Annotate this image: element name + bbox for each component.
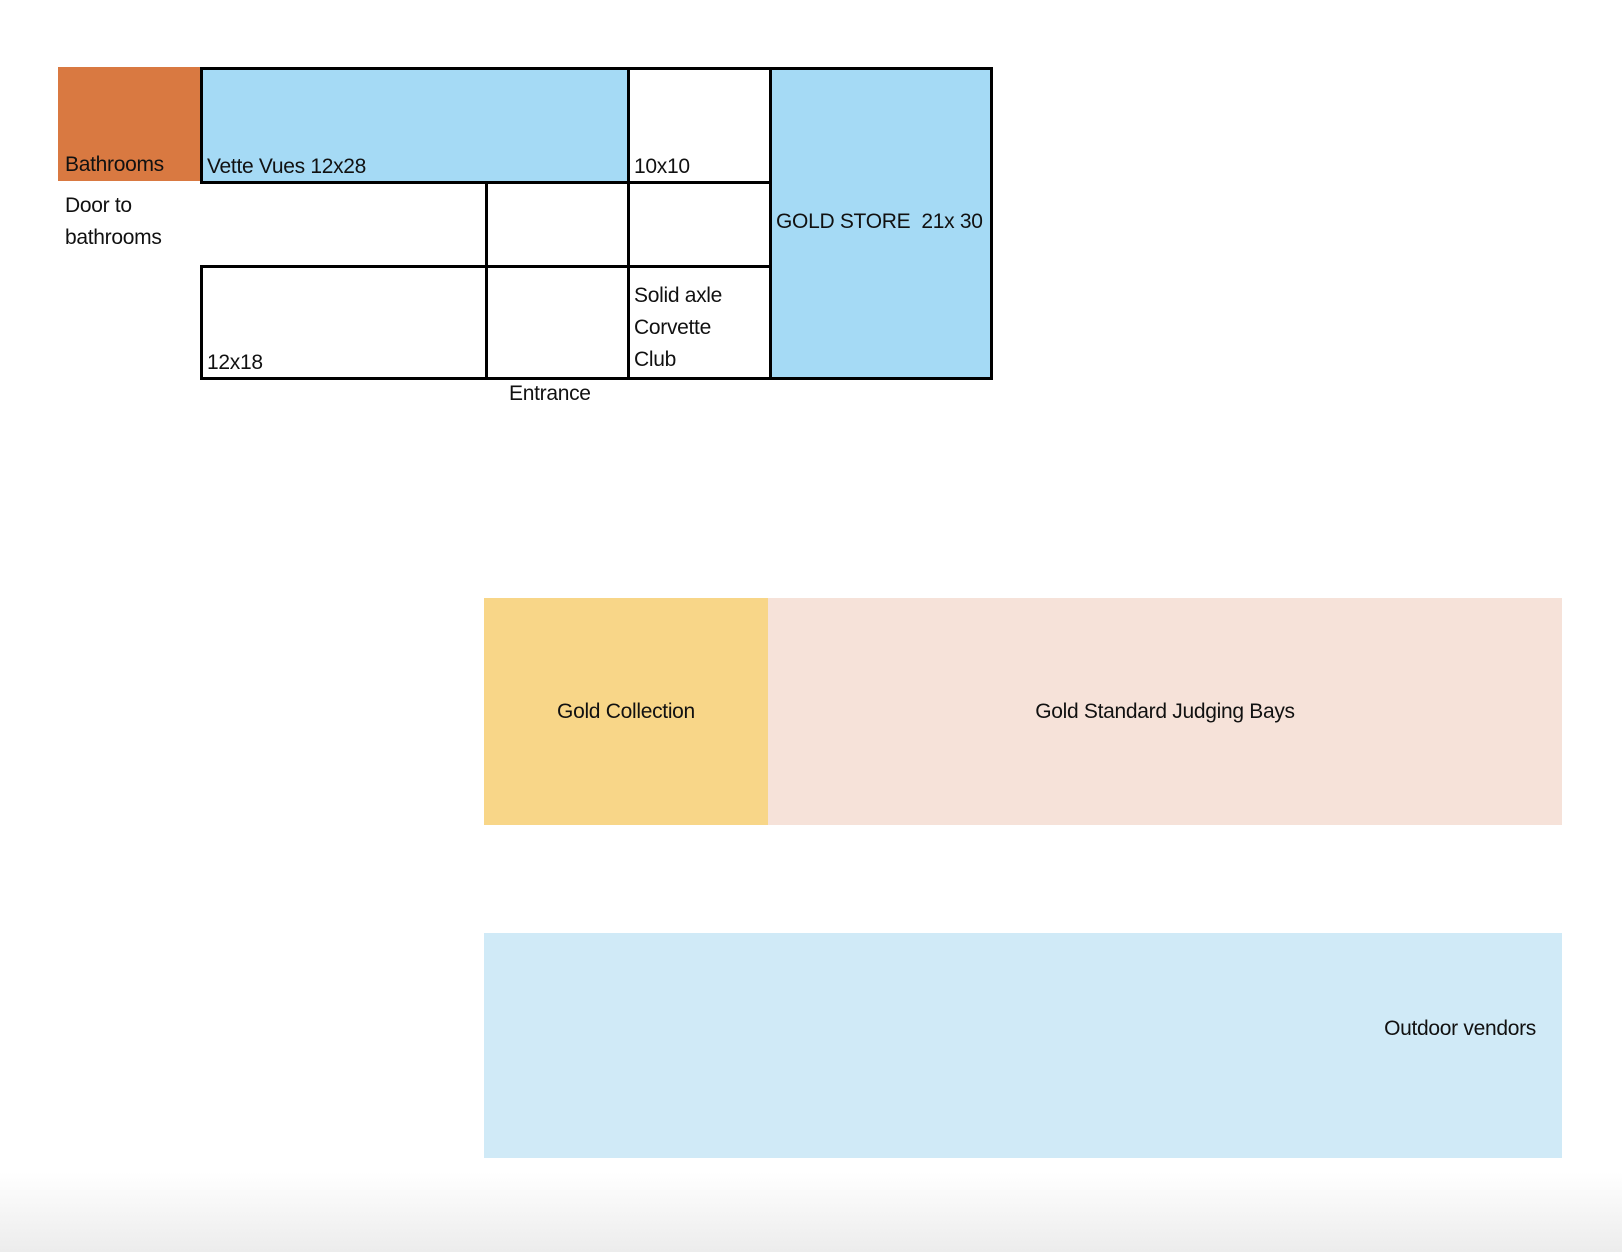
judging-bays-label: Gold Standard Judging Bays bbox=[1035, 699, 1295, 723]
booth-row2-middle bbox=[485, 181, 630, 268]
gold-collection-label: Gold Collection bbox=[557, 699, 695, 723]
door-to-bathrooms-label-2: bathrooms bbox=[65, 226, 162, 249]
booth-row2-right bbox=[627, 181, 772, 268]
gold-store: GOLD STORE 21x 30 bbox=[769, 67, 993, 380]
bottom-fade bbox=[0, 1172, 1622, 1252]
booth-10x10-label: 10x10 bbox=[634, 155, 690, 178]
entrance-label: Entrance bbox=[509, 382, 591, 405]
vette-vues-label: Vette Vues 12x28 bbox=[207, 155, 367, 178]
solid-axle-label-3: Club bbox=[634, 348, 676, 371]
gold-store-label: GOLD STORE 21x 30 bbox=[776, 210, 983, 233]
booth-vette-vues: Vette Vues 12x28 bbox=[200, 67, 630, 184]
bathrooms-label: Bathrooms bbox=[65, 153, 164, 176]
solid-axle-label-1: Solid axle bbox=[634, 284, 723, 307]
door-to-bathrooms-label-1: Door to bbox=[65, 194, 132, 217]
booth-10x10: 10x10 bbox=[627, 67, 772, 184]
judging-bays-area: Gold Standard Judging Bays bbox=[768, 598, 1562, 825]
booth-solid-axle: Solid axle Corvette Club bbox=[627, 265, 772, 380]
outdoor-vendors-area: Outdoor vendors bbox=[484, 933, 1562, 1158]
booth-12x18-label: 12x18 bbox=[207, 351, 263, 374]
gold-collection-area: Gold Collection bbox=[484, 598, 768, 825]
booth-row3-middle bbox=[485, 265, 630, 380]
booth-row2-open bbox=[200, 181, 488, 268]
bathrooms-area: Bathrooms bbox=[58, 67, 202, 181]
solid-axle-label-2: Corvette bbox=[634, 316, 711, 339]
outdoor-vendors-label: Outdoor vendors bbox=[1384, 1017, 1536, 1040]
booth-12x18: 12x18 bbox=[200, 265, 488, 380]
